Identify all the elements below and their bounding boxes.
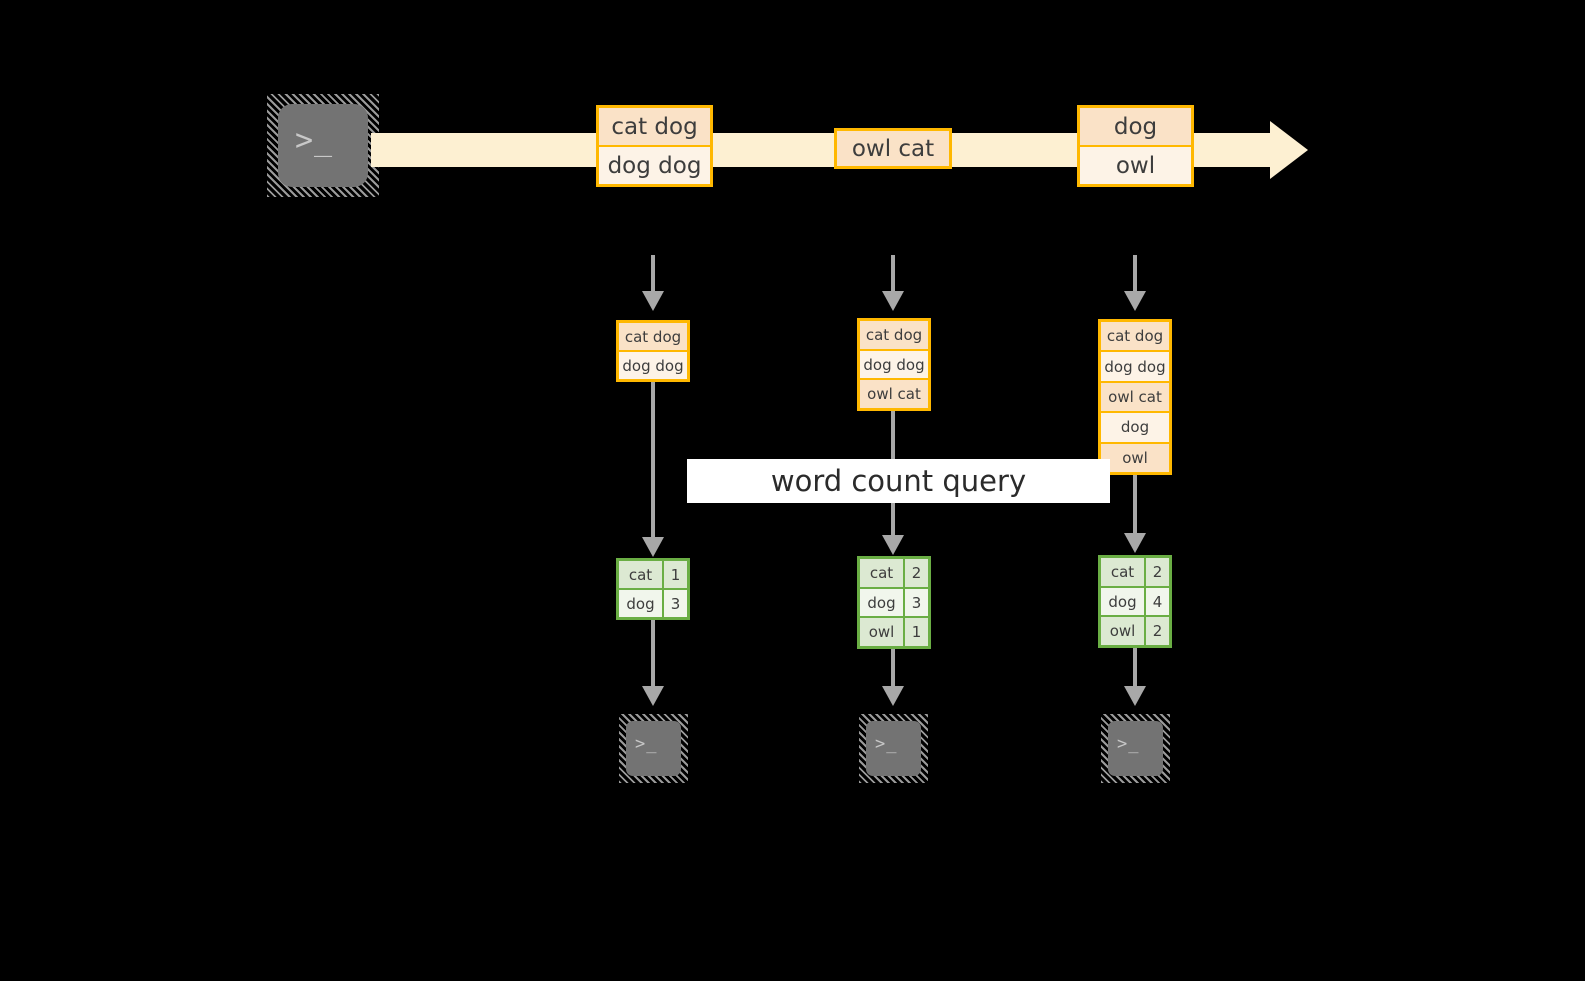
input-row: owl cat [1101, 380, 1169, 412]
trigger-1-query-arrowhead [642, 537, 664, 557]
table-row: dog 3 [860, 586, 928, 617]
trigger-3-query-arrowhead [1124, 533, 1146, 553]
word-cell: dog [1101, 587, 1146, 616]
query-label: word count query [687, 459, 1110, 503]
trigger-3-input-table: cat dog dog dog owl cat dog owl [1098, 319, 1172, 475]
table-row: cat 2 [1101, 558, 1169, 586]
trigger-3-sink-line [1133, 648, 1137, 686]
stream-batch-2: owl cat [834, 128, 952, 169]
table-row: owl 1 [860, 616, 928, 647]
trigger-1-result-table: cat 1 dog 3 [616, 558, 690, 620]
stream-record: cat dog [599, 108, 710, 145]
input-row: dog dog [860, 348, 928, 379]
word-cell: cat [1101, 558, 1146, 586]
trigger-2-result-table: cat 2 dog 3 owl 1 [857, 556, 931, 649]
terminal-prompt-glyph: >_ [1117, 734, 1140, 754]
stream-record: owl cat [837, 131, 949, 166]
word-cell: cat [860, 559, 905, 587]
trigger-2-tick-arrowhead [882, 291, 904, 311]
terminal-screen [626, 721, 681, 776]
stream-batch-3: dog owl [1077, 105, 1194, 187]
query-label-text: word count query [770, 464, 1027, 498]
count-cell: 3 [905, 588, 928, 617]
count-cell: 2 [1146, 558, 1169, 586]
word-cell: dog [860, 588, 905, 617]
word-cell: cat [619, 561, 664, 588]
trigger-1-tick-line [651, 255, 655, 291]
terminal-prompt-glyph: >_ [635, 734, 658, 754]
count-cell: 4 [1146, 587, 1169, 616]
trigger-1-sink-terminal-icon: >_ [619, 714, 688, 783]
trigger-2-query-arrowhead [882, 535, 904, 555]
input-row: cat dog [619, 323, 687, 350]
trigger-3-tick-arrowhead [1124, 291, 1146, 311]
trigger-1-tick-arrowhead [642, 291, 664, 311]
terminal-prompt-glyph: >_ [875, 734, 898, 754]
stream-record: dog dog [599, 145, 710, 184]
trigger-2-sink-terminal-icon: >_ [859, 714, 928, 783]
trigger-3-tick-line [1133, 255, 1137, 291]
terminal-screen [278, 104, 368, 187]
terminal-screen [1108, 721, 1163, 776]
trigger-3-query-line [1133, 475, 1137, 533]
table-row: owl 2 [1101, 615, 1169, 646]
count-cell: 3 [664, 590, 687, 617]
input-row: dog [1101, 411, 1169, 442]
input-row: dog dog [619, 350, 687, 379]
word-cell: dog [619, 590, 664, 617]
terminal-prompt-glyph: >_ [295, 123, 334, 158]
trigger-1-sink-line [651, 620, 655, 686]
input-row: owl [1101, 441, 1169, 473]
trigger-3-sink-terminal-icon: >_ [1101, 714, 1170, 783]
source-terminal-icon: >_ [267, 94, 379, 197]
trigger-3-result-table: cat 2 dog 4 owl 2 [1098, 555, 1172, 648]
trigger-2-tick-line [891, 255, 895, 291]
count-cell: 1 [664, 561, 687, 588]
trigger-2-sink-line [891, 649, 895, 686]
input-stream-arrowhead [1270, 121, 1308, 179]
table-row: dog 3 [619, 588, 687, 617]
word-cell: owl [860, 618, 905, 647]
count-cell: 2 [905, 559, 928, 587]
stream-record: owl [1080, 145, 1191, 184]
table-row: dog 4 [1101, 585, 1169, 616]
stream-record: dog [1080, 108, 1191, 145]
count-cell: 2 [1146, 617, 1169, 646]
stream-batch-1: cat dog dog dog [596, 105, 713, 187]
input-row: cat dog [1101, 322, 1169, 351]
count-cell: 1 [905, 618, 928, 647]
trigger-1-input-table: cat dog dog dog [616, 320, 690, 382]
word-cell: owl [1101, 617, 1146, 646]
trigger-1-query-line [651, 382, 655, 537]
trigger-2-input-table: cat dog dog dog owl cat [857, 318, 931, 411]
trigger-3-sink-arrowhead [1124, 686, 1146, 706]
terminal-screen [866, 721, 921, 776]
table-row: cat 1 [619, 561, 687, 588]
trigger-1-sink-arrowhead [642, 686, 664, 706]
input-row: dog dog [1101, 350, 1169, 381]
trigger-2-sink-arrowhead [882, 686, 904, 706]
input-row: cat dog [860, 321, 928, 349]
input-row: owl cat [860, 378, 928, 409]
table-row: cat 2 [860, 559, 928, 587]
